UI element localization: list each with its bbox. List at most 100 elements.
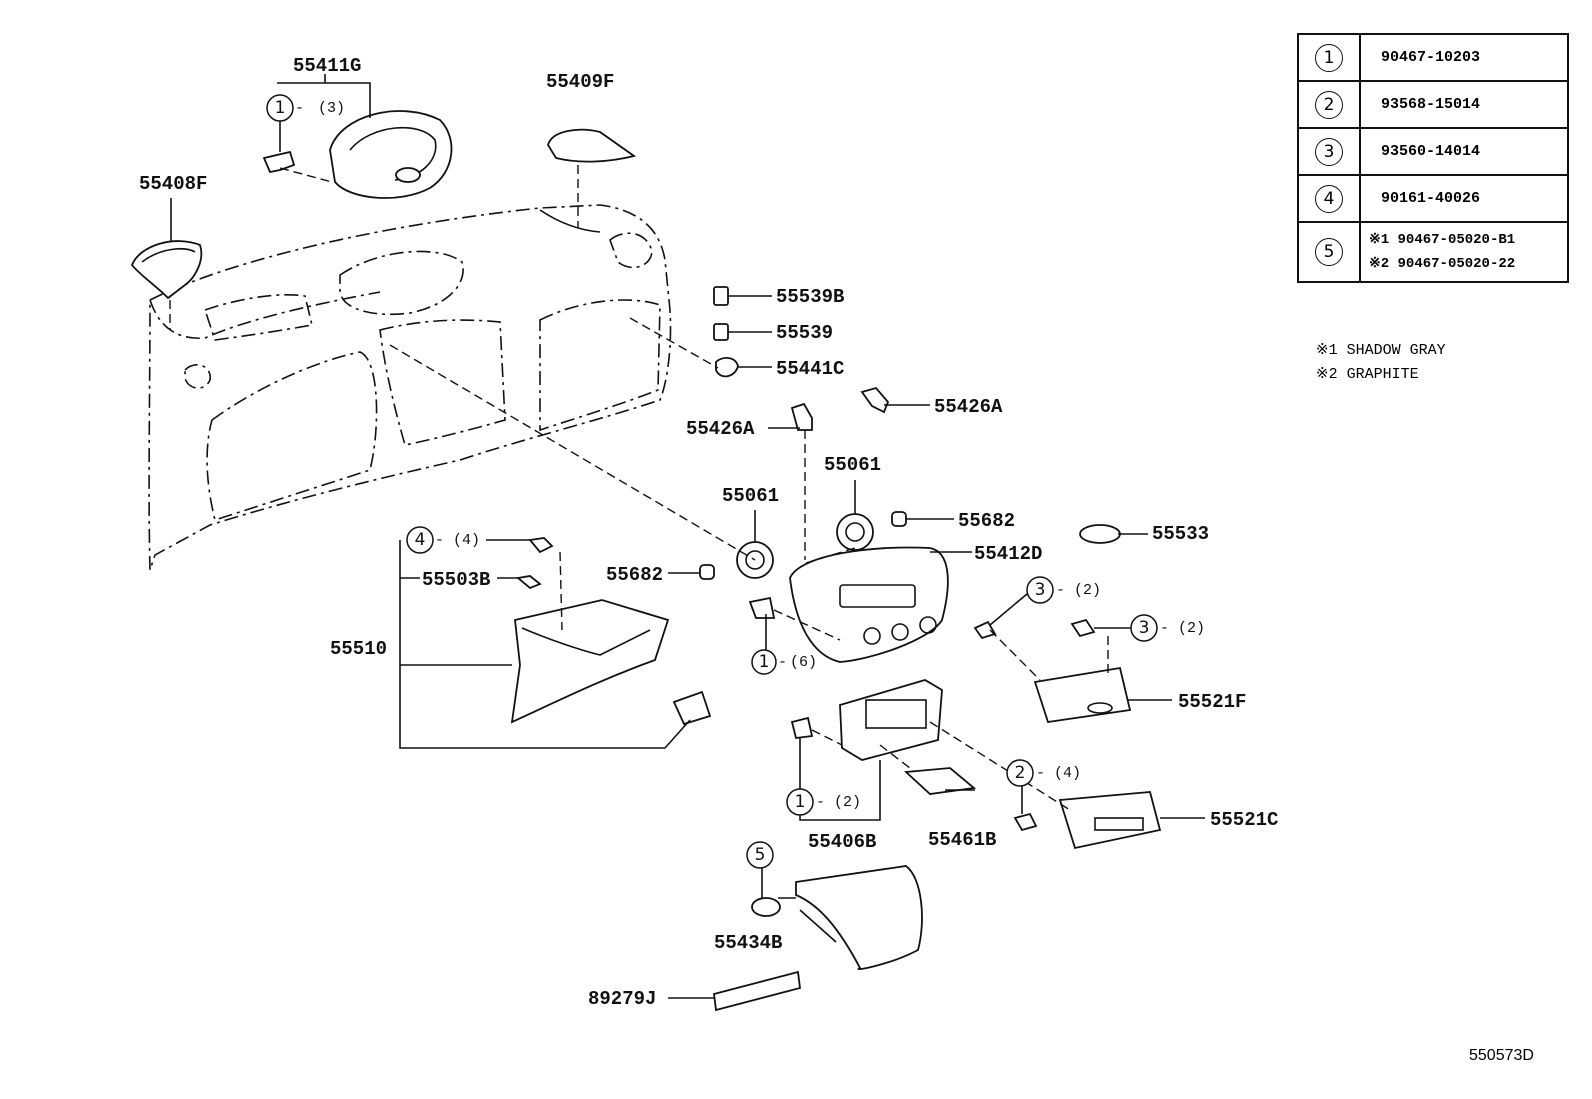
svg-text:3: 3	[1035, 580, 1046, 600]
label-55533: 55533	[1152, 523, 1209, 545]
label-55406B: 55406B	[808, 831, 876, 853]
label-55426A-right: 55426A	[934, 396, 1003, 418]
label-55503B: 55503B	[422, 569, 490, 591]
svg-text:(2): (2)	[1074, 582, 1101, 599]
part-number-variant-1: ※1 90467-05020-B1	[1369, 232, 1516, 248]
knob-55682-right	[891, 511, 907, 527]
part-number-cell: 90161-40026	[1359, 174, 1569, 223]
callout-1-mid: 1 - (6)	[751, 649, 817, 675]
svg-text:5: 5	[755, 845, 766, 865]
callout-4: 4 - (4)	[406, 526, 530, 554]
table-row: 3 93560-14014	[1297, 127, 1569, 176]
label-55426A-left: 55426A	[686, 418, 755, 440]
tray-55461B	[903, 767, 977, 795]
label-55441C: 55441C	[776, 358, 844, 380]
svg-text:-: -	[295, 100, 304, 117]
svg-text:(2): (2)	[834, 794, 861, 811]
svg-text:(4): (4)	[453, 532, 480, 549]
svg-text:1: 1	[275, 98, 286, 118]
register-upper	[836, 513, 874, 551]
clip-c1-mid	[748, 596, 776, 619]
screw-c4	[528, 537, 554, 554]
note-graphite: ※2 GRAPHITE	[1316, 366, 1419, 383]
fastener-reference-table: 1 90467-10203 2 93568-15014 3 93560-1401…	[1297, 33, 1569, 283]
screw-55503B	[515, 575, 542, 590]
label-55539B: 55539B	[776, 286, 844, 308]
pocket-55521C	[1058, 791, 1162, 850]
svg-text:3: 3	[1139, 618, 1150, 638]
label-55061-lower: 55061	[722, 485, 779, 507]
label-55434B: 55434B	[714, 932, 782, 954]
svg-text:1: 1	[795, 792, 806, 812]
label-55682-left: 55682	[606, 564, 663, 586]
leader-lines	[170, 74, 1205, 999]
label-55461B: 55461B	[928, 829, 996, 851]
svg-text:-: -	[1056, 582, 1065, 599]
label-55409F: 55409F	[546, 71, 614, 93]
part-number-cell: ※1 90467-05020-B1 ※2 90467-05020-22	[1359, 221, 1569, 283]
label-55539: 55539	[776, 322, 833, 344]
table-row: 1 90467-10203	[1297, 33, 1569, 82]
svg-text:1: 1	[759, 652, 770, 672]
svg-text:(6): (6)	[790, 654, 817, 671]
diagram-code: 550573D	[1469, 1047, 1534, 1064]
label-55521C: 55521C	[1210, 809, 1278, 831]
ornament-55533	[1079, 524, 1121, 544]
callout-2: 2 - (4)	[1006, 759, 1081, 787]
circled-symbol: 3	[1315, 137, 1343, 166]
callout-3-upper: 3 - (2)	[989, 576, 1101, 626]
svg-text:2: 2	[1015, 763, 1026, 783]
svg-text:(4): (4)	[1054, 765, 1081, 782]
svg-text:(2): (2)	[1178, 620, 1205, 637]
center-cover	[547, 128, 637, 163]
table-row: 5 ※1 90467-05020-B1 ※2 90467-05020-22	[1297, 221, 1569, 283]
part-number-cell: 90467-10203	[1359, 33, 1569, 82]
clip-c5	[751, 897, 781, 917]
assembly-lines	[169, 165, 1109, 811]
meter-hood	[329, 110, 453, 199]
bracket-55426A-left	[790, 402, 813, 431]
label-55411G: 55411G	[293, 55, 361, 77]
circled-symbol: 2	[1315, 90, 1343, 119]
table-row: 4 90161-40026	[1297, 174, 1569, 223]
instrument-panel	[148, 204, 672, 571]
center-cluster-panel	[789, 546, 949, 663]
label-55521F: 55521F	[1178, 691, 1246, 713]
callout-3-lower: 3 - (2)	[1094, 614, 1205, 642]
part-number-cell: 93560-14014	[1359, 127, 1569, 176]
svg-text:-: -	[816, 794, 825, 811]
label-55412D: 55412D	[974, 543, 1042, 565]
label-55061-upper: 55061	[824, 454, 881, 476]
svg-text:-: -	[1036, 765, 1045, 782]
knob-55682-left	[699, 564, 715, 580]
table-row: 2 93568-15014	[1297, 80, 1569, 129]
lower-bezel-55406B	[839, 679, 943, 761]
circled-symbol: 1	[1315, 43, 1343, 72]
clip-55441C	[715, 357, 739, 378]
side-cover-left	[130, 240, 203, 300]
color-notes: ※1 SHADOW GRAY ※2 GRAPHITE	[1316, 339, 1446, 387]
label-89279J: 89279J	[588, 988, 656, 1010]
label-55408F: 55408F	[139, 173, 207, 195]
circled-symbol: 5	[1315, 238, 1343, 266]
note-shadow-gray: ※1 SHADOW GRAY	[1316, 342, 1446, 359]
clip-55539B	[713, 286, 729, 306]
bracket-55426A-right	[860, 386, 890, 414]
screw-c2	[1013, 812, 1038, 832]
callout-5: 5	[746, 841, 774, 869]
callout-1-top: 1 - (3)	[266, 94, 345, 152]
svg-text:4: 4	[415, 530, 426, 550]
mat-89279J	[713, 970, 801, 1012]
callout-1-low: 1 - (2)	[786, 788, 861, 816]
part-number-variant-2: ※2 90467-05020-22	[1369, 256, 1516, 272]
glove-box-lock	[672, 690, 712, 726]
svg-text:-: -	[778, 654, 787, 671]
pocket-55521F	[1033, 666, 1132, 724]
clip-55539	[713, 323, 729, 341]
part-labels: 55411G 55409F 55408F 55539B 55539 55441C…	[139, 55, 1278, 1010]
screw-c3-upper	[973, 620, 997, 640]
circled-symbol: 4	[1315, 184, 1343, 213]
glove-box	[510, 599, 670, 724]
screw-c3-lower	[1070, 618, 1096, 638]
